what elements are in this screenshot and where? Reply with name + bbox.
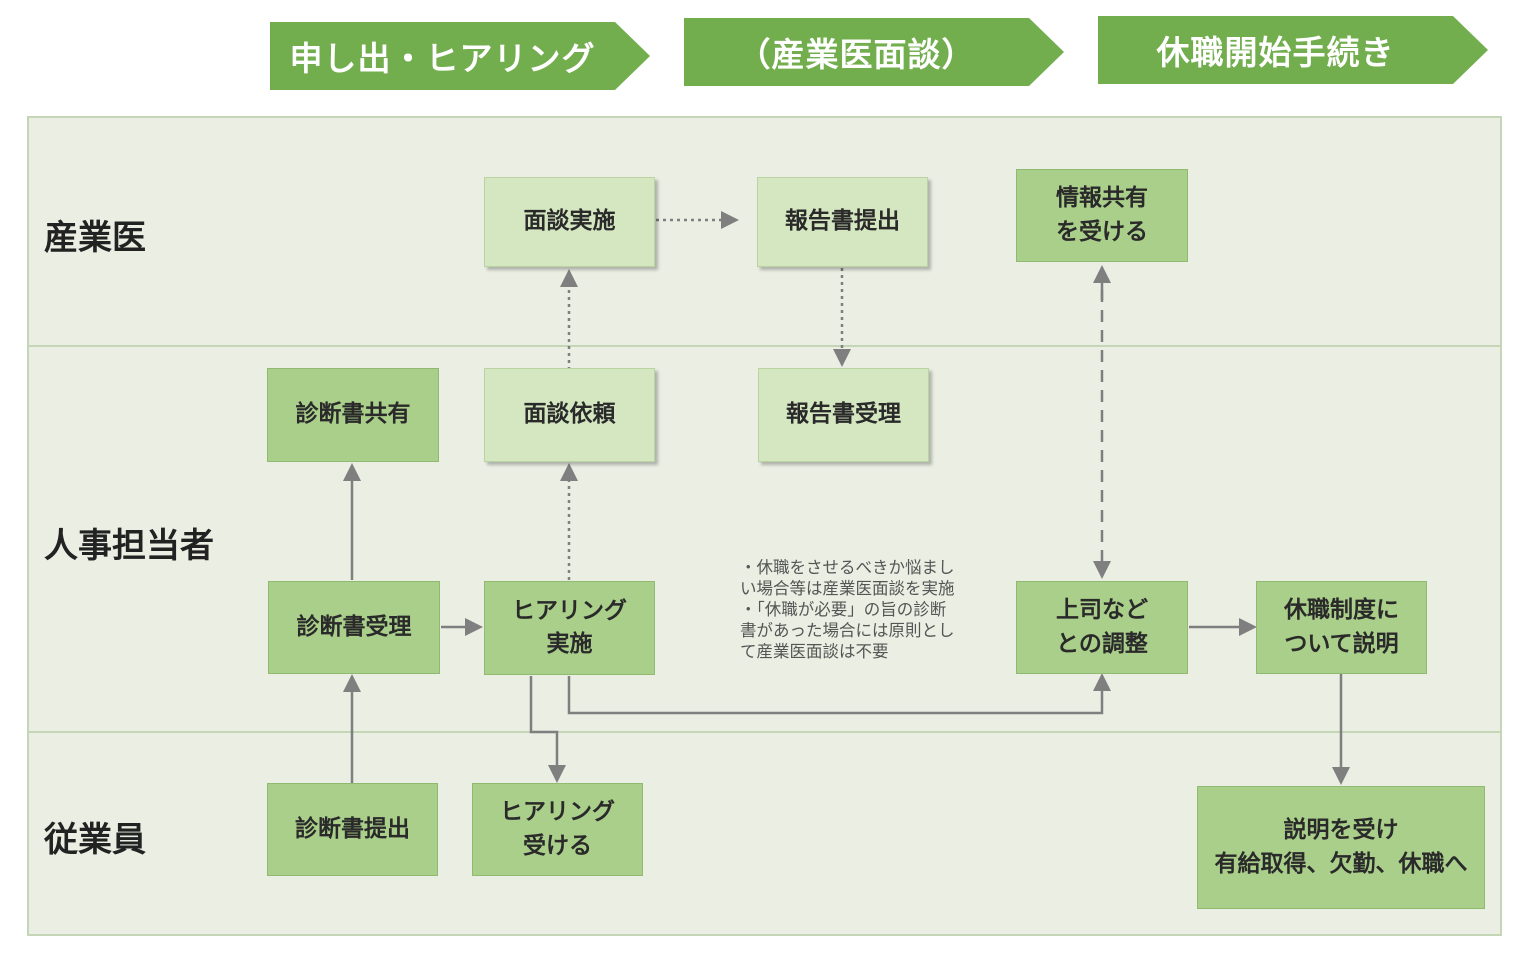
lane-label-employee: 従業員 (44, 820, 146, 860)
phase-arrow-doctor-interview: （産業医面談） (684, 18, 1064, 86)
box-diagnosis-share: 診断書共有 (267, 368, 439, 462)
box-boss-adjust: 上司など との調整 (1016, 581, 1188, 674)
lane-border-bottom (28, 934, 1501, 936)
lane-border-top (28, 116, 1501, 118)
phase-arrow-application-hearing: 申し出・ヒアリング (270, 22, 650, 90)
connector-hearing-to-adjust (567, 673, 1111, 715)
lane-border-right (1500, 116, 1502, 936)
box-report-submit: 報告書提出 (757, 177, 928, 267)
phase-arrow-shape (1098, 16, 1488, 84)
box-interview-exec: 面談実施 (484, 177, 655, 267)
lane-border-left (27, 116, 29, 936)
phase-arrow-shape (270, 22, 650, 90)
box-interview-request: 面談依頼 (484, 368, 655, 462)
phase-label-application-hearing: 申し出・ヒアリング (289, 39, 596, 78)
box-diagnosis-accept: 診断書受理 (268, 581, 440, 674)
box-diagnosis-submit: 診断書提出 (267, 783, 438, 876)
note-interview-conditions: ・休職をさせるべきか悩まし い場合等は産業医面談を実施 ・「休職が必要」の旨の診… (740, 558, 955, 662)
lane-border-doctor-hr (28, 345, 1501, 347)
box-report-receive: 報告書受理 (758, 368, 929, 462)
box-explanation-receive: 説明を受け 有給取得、欠勤、休職へ (1197, 786, 1485, 909)
lane-border-hr-employee (28, 731, 1501, 733)
phase-arrow-leave-procedure: 休職開始手続き (1098, 16, 1488, 84)
phase-label-doctor-interview: （産業医面談） (737, 35, 976, 74)
phase-label-leave-procedure: 休職開始手続き (1156, 33, 1395, 72)
phase-arrow-shape (684, 18, 1064, 86)
lane-label-doctor: 産業医 (44, 218, 146, 258)
box-info-receive: 情報共有 を受ける (1016, 169, 1188, 262)
connector-hearing-to-employee (529, 676, 566, 783)
box-hearing-receive: ヒアリング 受ける (472, 783, 643, 876)
box-hearing-exec: ヒアリング 実施 (484, 581, 655, 675)
box-leave-explain: 休職制度に ついて説明 (1256, 581, 1427, 674)
lane-label-hr: 人事担当者 (44, 526, 214, 566)
